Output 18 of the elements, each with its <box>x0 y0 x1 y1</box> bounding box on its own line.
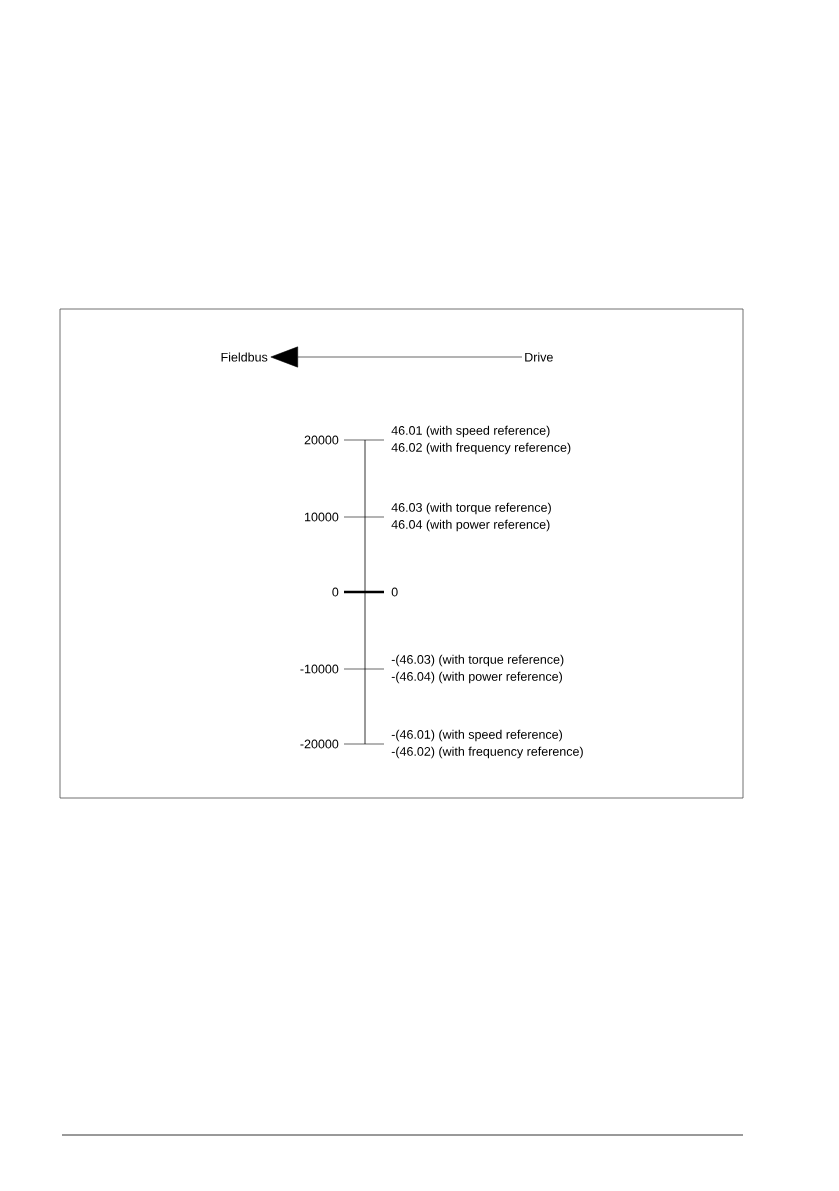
scale-tick <box>343 743 385 745</box>
endpoint-label: Fieldbus <box>221 352 268 362</box>
parameter-label: -(46.03) (with torque reference) -(46.04) (with power reference) <box>391 654 564 684</box>
parameter-label: 0 <box>391 587 398 597</box>
scale-tick <box>343 668 385 670</box>
scale-value: 10000 <box>305 512 339 522</box>
scale-value: -10000 <box>300 664 339 674</box>
endpoint-label: Drive <box>525 352 553 362</box>
scale-value: 0 <box>332 587 339 597</box>
arrow <box>270 346 523 368</box>
scale-tick <box>343 516 385 518</box>
parameter-label: -(46.01) (with speed reference) -(46.02) (with frequency reference) <box>391 729 583 759</box>
scale-value: -20000 <box>300 739 339 749</box>
scale-tick <box>343 439 385 441</box>
scale-value: 20000 <box>304 435 339 445</box>
scale-tick <box>344 590 384 594</box>
parameter-label: 46.03 (with torque reference) 46.04 (with power reference) <box>391 502 551 532</box>
parameter-label: 46.01 (with speed reference) 46.02 (with frequency reference) <box>391 425 571 455</box>
